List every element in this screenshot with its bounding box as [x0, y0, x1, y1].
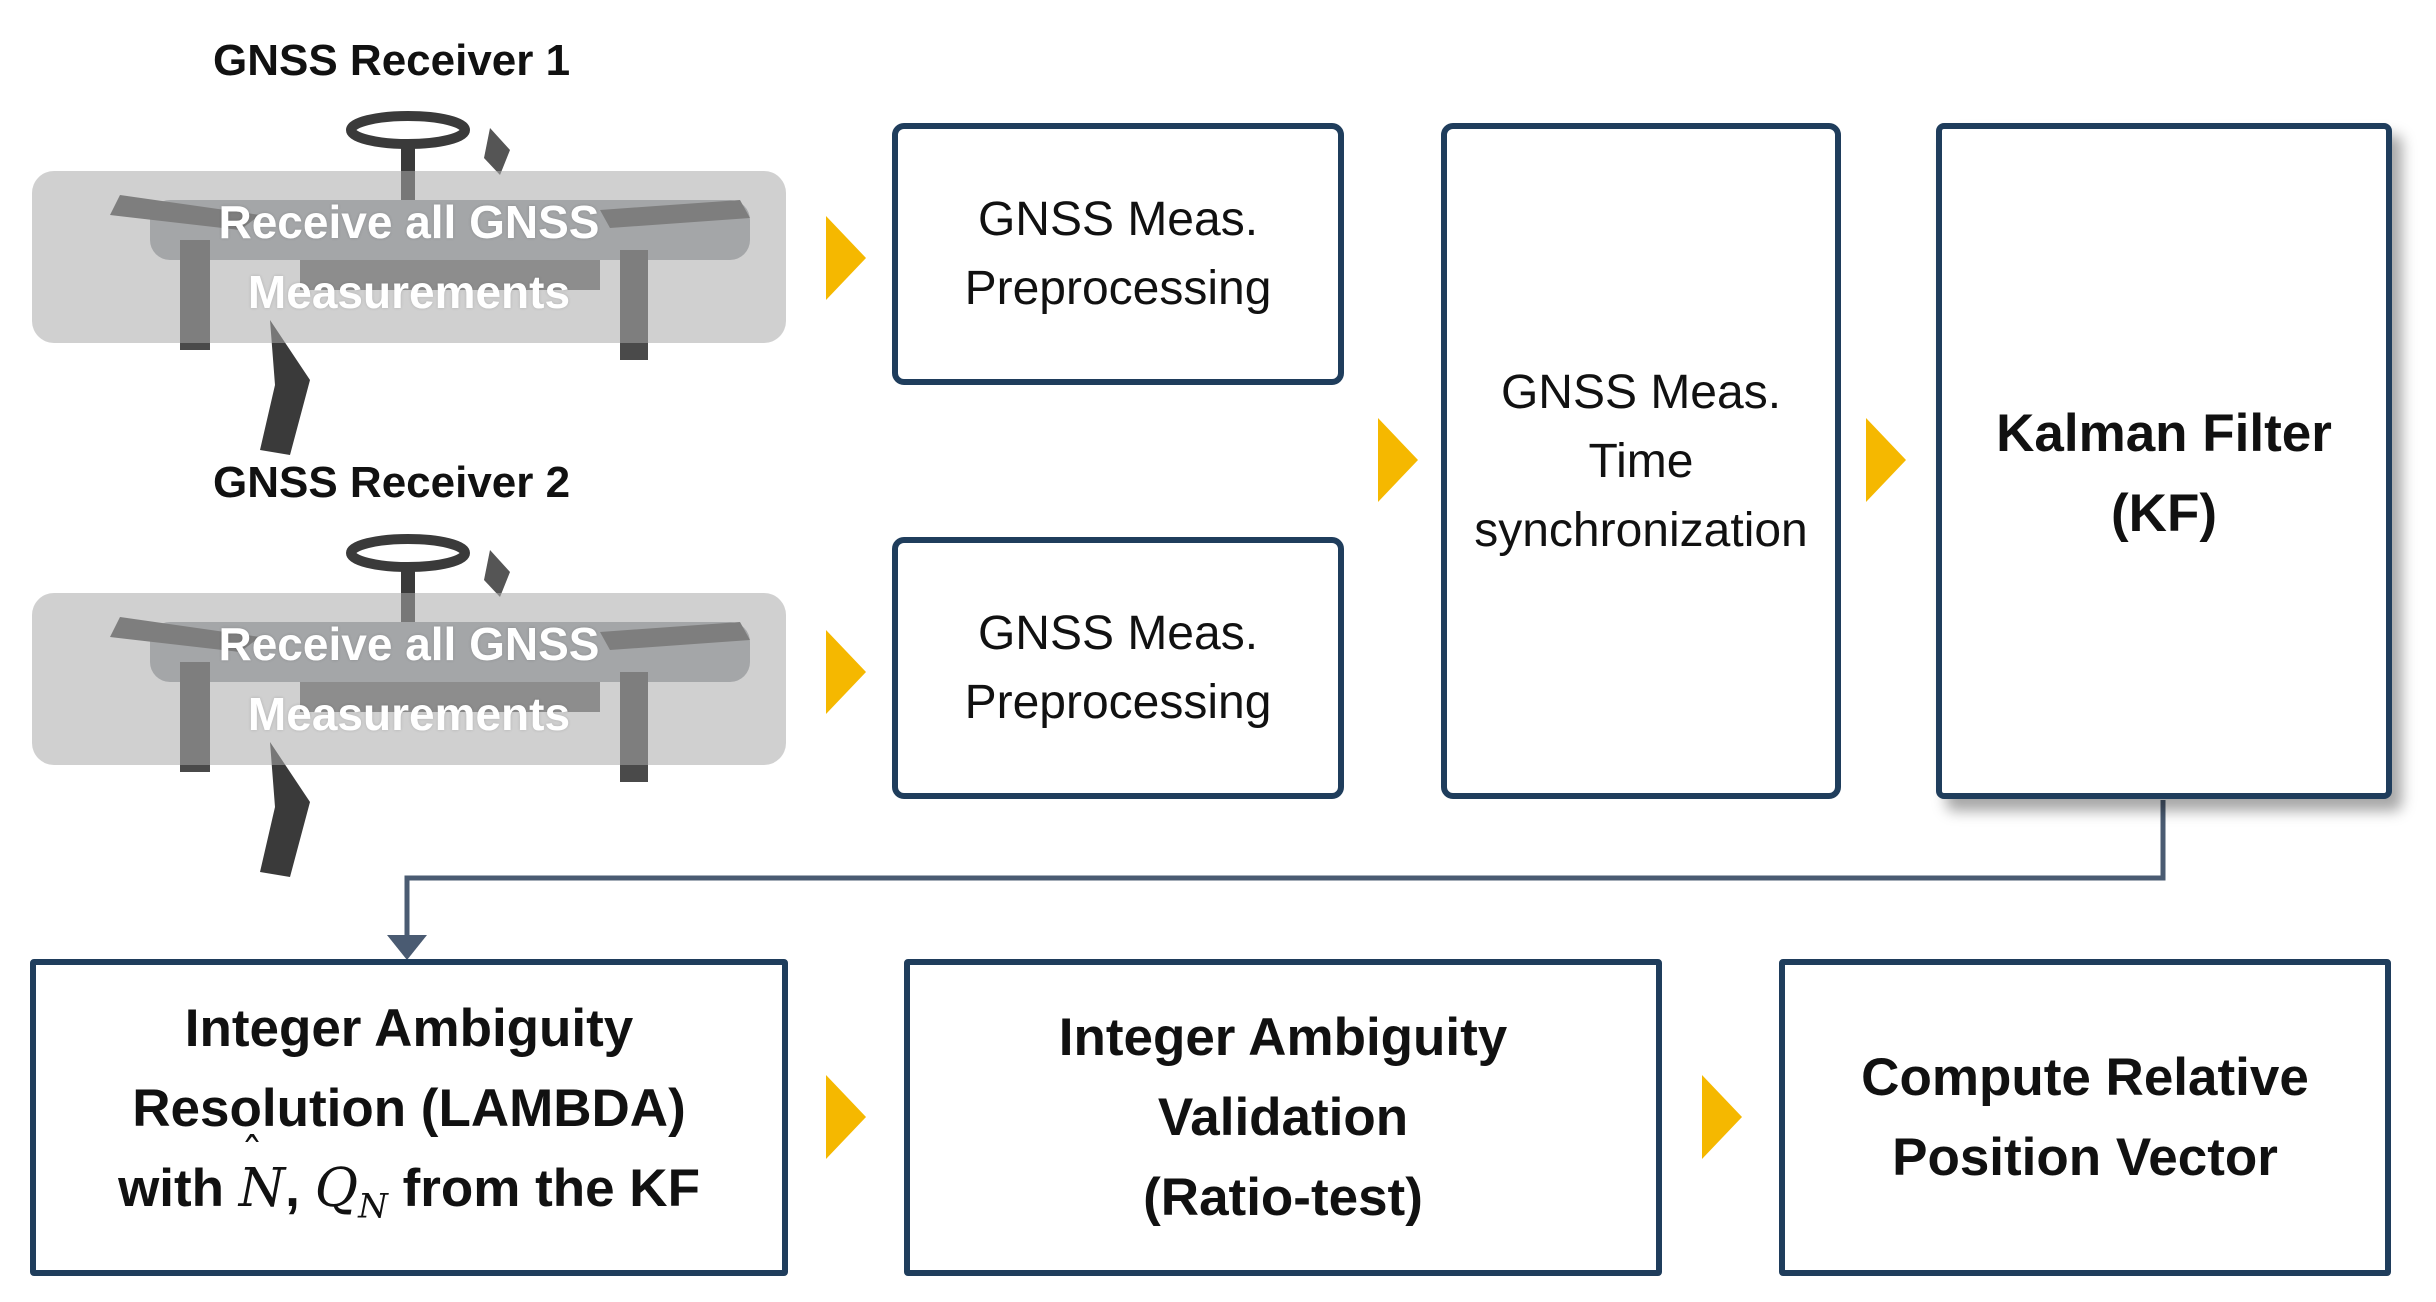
box-line-2: Resolution (LAMBDA): [132, 1078, 686, 1138]
hat-accent: ̂: [241, 1115, 285, 1195]
lambda-suffix: from the KF: [402, 1158, 700, 1218]
box-line-2: Position Vector: [1892, 1127, 2278, 1187]
lambda-box: Integer Ambiguity Resolution (LAMBDA) wi…: [30, 959, 788, 1276]
box-line-3: with ̂N, QN from the KF: [118, 1149, 700, 1247]
validation-box: Integer Ambiguity Validation (Ratio-test…: [904, 959, 1662, 1276]
box-line-1: Integer Ambiguity: [184, 998, 634, 1058]
arrow-lambda-to-validation: [826, 1075, 866, 1159]
arrow-validation-to-relative: [1702, 1075, 1742, 1159]
preprocessing-box-2: GNSS Meas. Preprocessing: [892, 537, 1344, 799]
box-line-3: (Ratio-test): [1143, 1167, 1423, 1227]
kalman-filter-box: Kalman Filter (KF): [1936, 123, 2392, 799]
comma: ,: [285, 1158, 300, 1218]
box-line-1: Compute Relative: [1861, 1047, 2309, 1107]
kf-to-lambda-connector: [387, 800, 2166, 960]
box-line-1: GNSS Meas.: [977, 193, 1259, 246]
box-line-2: Preprocessing: [964, 262, 1272, 315]
arrow-preproc-to-timesync: [1378, 418, 1418, 502]
relative-position-box: Compute Relative Position Vector: [1779, 959, 2391, 1276]
box-line-2: Preprocessing: [964, 676, 1272, 729]
receiver-1-title: GNSS Receiver 1: [213, 36, 571, 85]
box-line-2: Time: [1588, 434, 1694, 488]
receive-line-2: Measurements: [247, 688, 571, 740]
q-subscript: N: [358, 1186, 388, 1227]
receiver-2-title: GNSS Receiver 2: [213, 458, 571, 507]
receive-line-2: Measurements: [247, 266, 571, 318]
receive-line-1: Receive all GNSS: [218, 196, 600, 248]
box-line-1: GNSS Meas.: [977, 607, 1259, 660]
box-line-1: Kalman Filter: [1996, 404, 2332, 463]
box-line-1: Integer Ambiguity: [1058, 1007, 1508, 1067]
lambda-prefix: with: [118, 1158, 225, 1218]
receive-measurements-1: Receive all GNSS Measurements: [32, 171, 786, 343]
arrow-rx1-to-preproc1: [826, 216, 866, 300]
q-symbol: Q: [314, 1157, 359, 1219]
receive-line-1: Receive all GNSS: [218, 618, 600, 670]
n-symbol: N: [238, 1157, 286, 1219]
box-line-2: Validation: [1157, 1087, 1409, 1147]
arrow-rx2-to-preproc2: [826, 630, 866, 714]
box-line-1: GNSS Meas.: [1500, 365, 1782, 419]
receive-measurements-2: Receive all GNSS Measurements: [32, 593, 786, 765]
preprocessing-box-1: GNSS Meas. Preprocessing: [892, 123, 1344, 385]
box-line-3: synchronization: [1474, 503, 1808, 557]
box-line-2: (KF): [2111, 484, 2217, 543]
arrow-timesync-to-kf: [1866, 418, 1906, 502]
n-hat-symbol: ̂N: [239, 1149, 285, 1229]
time-sync-box: GNSS Meas. Time synchronization: [1441, 123, 1841, 799]
